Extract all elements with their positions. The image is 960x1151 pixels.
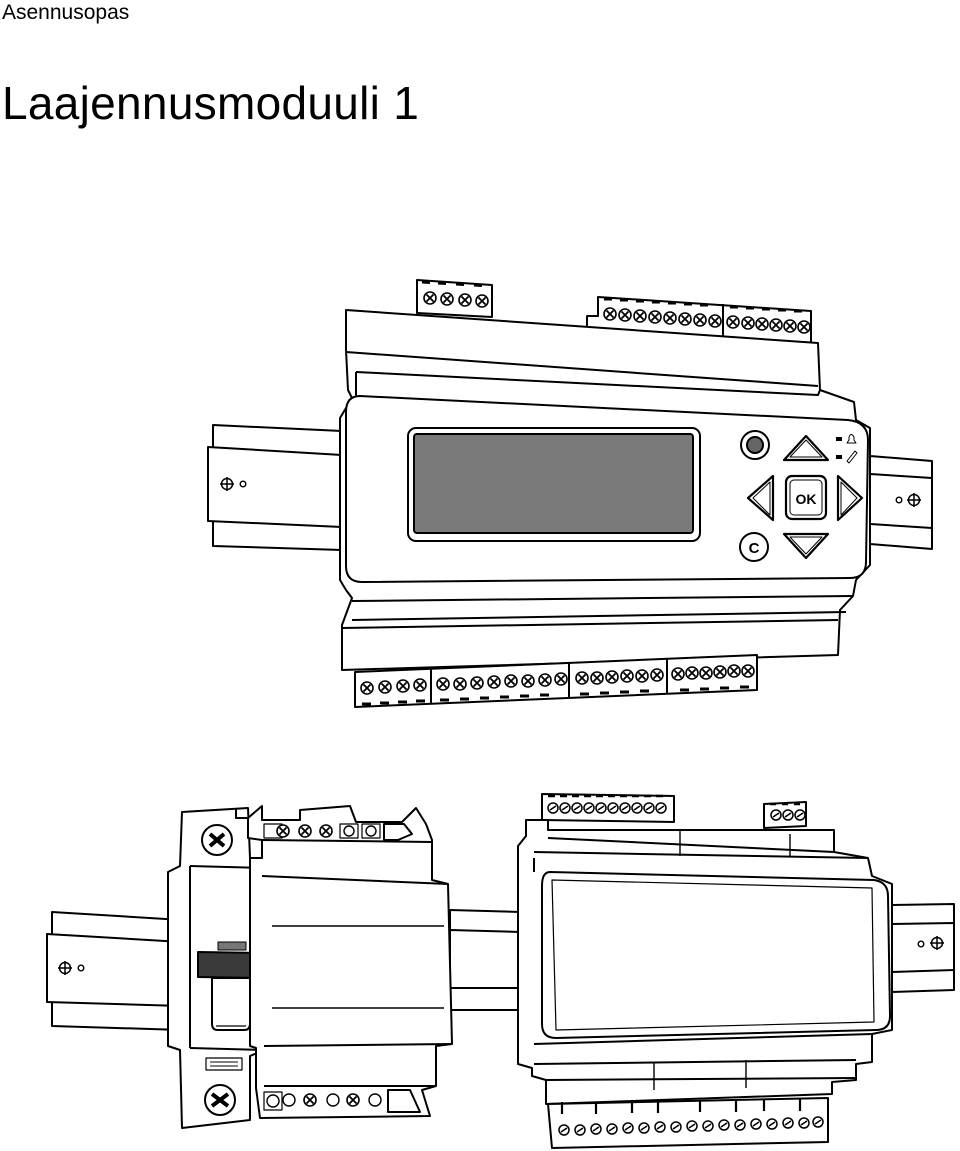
arrow-right-button[interactable] xyxy=(836,474,864,522)
arrow-down-button[interactable] xyxy=(782,532,830,560)
terminal-block-top-left xyxy=(416,279,493,318)
din-rail-left xyxy=(207,424,343,551)
expansion-terminal-top-small xyxy=(763,801,807,829)
side-module xyxy=(247,805,453,1119)
document-label: Asennusopas xyxy=(2,1,130,24)
controller-unit: OK C xyxy=(207,279,933,708)
pencil-icon xyxy=(846,450,858,464)
alarm-led xyxy=(836,434,857,444)
breaker-lever[interactable] xyxy=(211,977,251,1031)
bell-icon xyxy=(846,434,857,444)
din-rail-bottom-left xyxy=(46,911,183,1031)
expansion-front-panel xyxy=(541,871,891,1039)
din-rail-assembly xyxy=(46,793,955,1149)
cancel-label: C xyxy=(749,540,760,557)
expansion-terminal-top xyxy=(541,793,675,823)
ok-button[interactable]: OK xyxy=(784,474,828,521)
ok-label: OK xyxy=(796,491,817,507)
arrow-up-button[interactable] xyxy=(782,434,830,462)
lcd-display xyxy=(413,433,694,534)
din-rail-bottom-right xyxy=(891,903,955,993)
expansion-module xyxy=(517,793,893,1149)
cancel-button[interactable]: C xyxy=(739,532,769,562)
din-rail-bottom-middle xyxy=(449,909,521,1011)
arrow-left-button[interactable] xyxy=(746,474,775,522)
expansion-terminal-bottom xyxy=(547,1097,829,1149)
document-title: Laajennusmoduuli 1 xyxy=(2,77,420,129)
din-rail-right xyxy=(869,455,933,550)
alarm-button[interactable] xyxy=(740,430,770,460)
terminal-block-bottom xyxy=(354,654,758,708)
edit-led xyxy=(836,450,858,464)
